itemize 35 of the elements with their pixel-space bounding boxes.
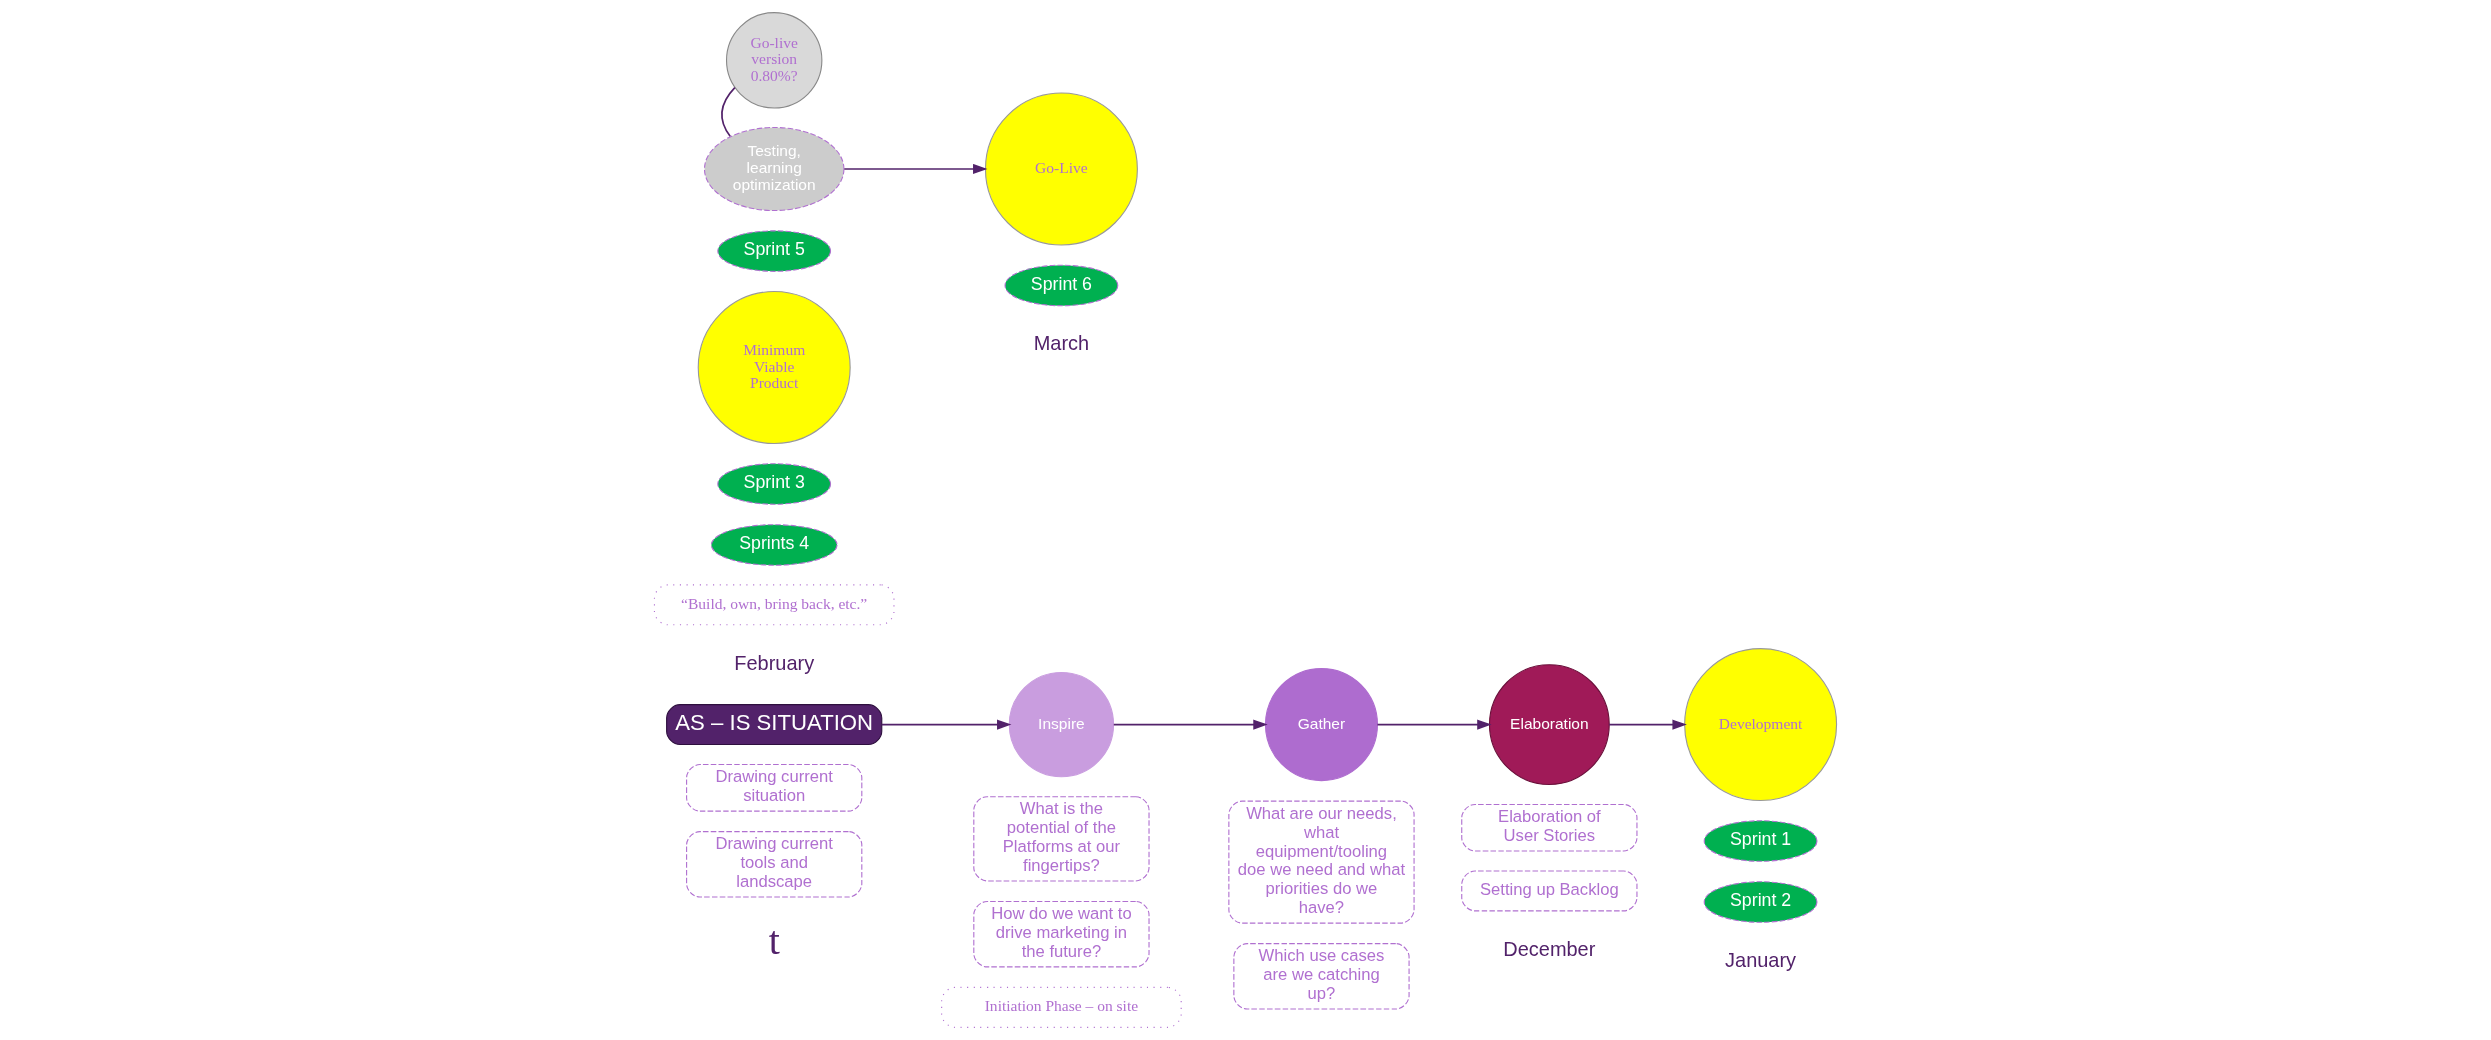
node-ellipse: Sprint 5 [717,230,832,272]
node-box: Initiation Phase – on site [941,986,1182,1028]
arrow [843,163,988,175]
label: February [734,651,815,674]
node-circle: Go-Live [984,92,1138,246]
arrow [1112,719,1268,730]
arrow [881,719,1012,730]
node-box: Elaboration of User Stories [1461,803,1638,852]
node-circle: Go-live version 0.80%? [725,12,823,109]
node-circle: Gather [1264,668,1378,782]
node-box: “Build, own, bring back, etc.” [653,584,895,626]
node-circle: Minimum Viable Product [697,291,851,445]
node-box: Drawing current tools and landscape [686,831,863,898]
node-box: What is the potential of the Platforms at our fingertips? [973,796,1150,882]
arrow [1608,719,1687,730]
node-ellipse: Sprint 3 [717,463,832,505]
node-box: AS – IS SITUATION [666,704,883,746]
node-circle: Elaboration [1488,664,1610,786]
node-ellipse: Sprint 2 [1703,881,1818,923]
node-box: How do we want to drive marketing in the future? [973,900,1150,968]
label: January [1725,948,1797,971]
node-box: Drawing current situation [686,763,863,812]
label: t [768,917,780,963]
arrow [1376,719,1492,730]
node-ellipse: Sprint 1 [1703,820,1818,862]
connector [721,86,736,138]
node-circle: Development [1684,648,1838,802]
node-box: Which use cases are we catching up? [1233,943,1410,1010]
label: December [1503,937,1596,960]
label: March [1033,332,1090,355]
node-circle: Inspire [1008,671,1115,778]
node-box: What are our needs, what equipment/tooling doe we need and what priorities do we have? [1228,800,1415,924]
node-ellipse: Sprint 6 [1004,264,1119,307]
node-box: Setting up Backlog [1461,870,1638,912]
node-ellipse: Sprints 4 [710,524,838,566]
